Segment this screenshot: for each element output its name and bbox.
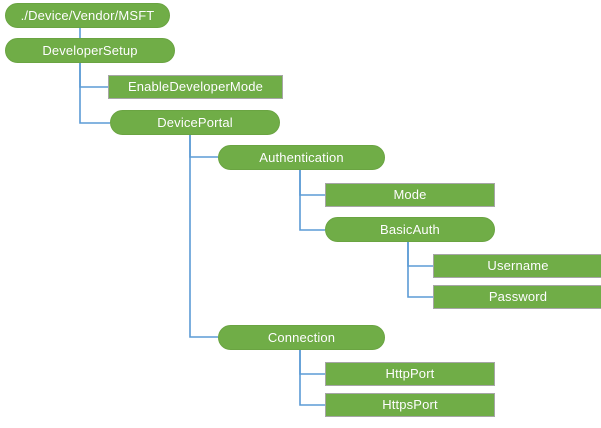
tree-node-root[interactable]: ./Device/Vendor/MSFT — [5, 3, 170, 28]
tree-node-basicauth[interactable]: BasicAuth — [325, 217, 495, 242]
tree-node-deviceportal[interactable]: DevicePortal — [110, 110, 280, 135]
tree-node-password[interactable]: Password — [433, 285, 601, 309]
tree-node-label: Username — [487, 258, 549, 273]
connector-connection-to-httpport — [299, 350, 325, 375]
tree-node-mode[interactable]: Mode — [325, 183, 495, 207]
tree-node-connection[interactable]: Connection — [218, 325, 385, 350]
connector-deviceportal-to-authentication — [189, 135, 218, 158]
connector-connection-to-httpsport — [299, 350, 325, 406]
connector-basicauth-to-password — [407, 242, 433, 298]
connector-developersetup-to-enabledevelopermode — [79, 63, 108, 88]
connector-deviceportal-to-connection — [189, 135, 218, 338]
connector-authentication-to-basicauth — [299, 170, 325, 231]
tree-node-username[interactable]: Username — [433, 254, 601, 278]
tree-node-label: HttpsPort — [382, 397, 438, 412]
tree-node-label: ./Device/Vendor/MSFT — [20, 7, 155, 23]
tree-node-developersetup[interactable]: DeveloperSetup — [5, 38, 175, 63]
connector-developersetup-to-deviceportal — [79, 63, 110, 124]
tree-node-httpsport[interactable]: HttpsPort — [325, 393, 495, 417]
tree-node-httpport[interactable]: HttpPort — [325, 362, 495, 386]
connector-authentication-to-mode — [299, 170, 325, 196]
tree-node-label: HttpPort — [385, 366, 435, 381]
tree-node-label: EnableDeveloperMode — [127, 79, 264, 94]
tree-node-enabledevelopermode[interactable]: EnableDeveloperMode — [108, 75, 283, 99]
tree-node-label: BasicAuth — [380, 221, 440, 237]
tree-node-label: DevicePortal — [157, 114, 233, 130]
tree-node-label: Authentication — [259, 149, 344, 165]
tree-node-label: Password — [488, 289, 548, 304]
tree-node-label: DeveloperSetup — [42, 42, 138, 58]
connector-basicauth-to-username — [407, 242, 433, 267]
tree-node-authentication[interactable]: Authentication — [218, 145, 385, 170]
tree-node-label: Mode — [393, 187, 427, 202]
tree-node-label: Connection — [267, 329, 336, 345]
